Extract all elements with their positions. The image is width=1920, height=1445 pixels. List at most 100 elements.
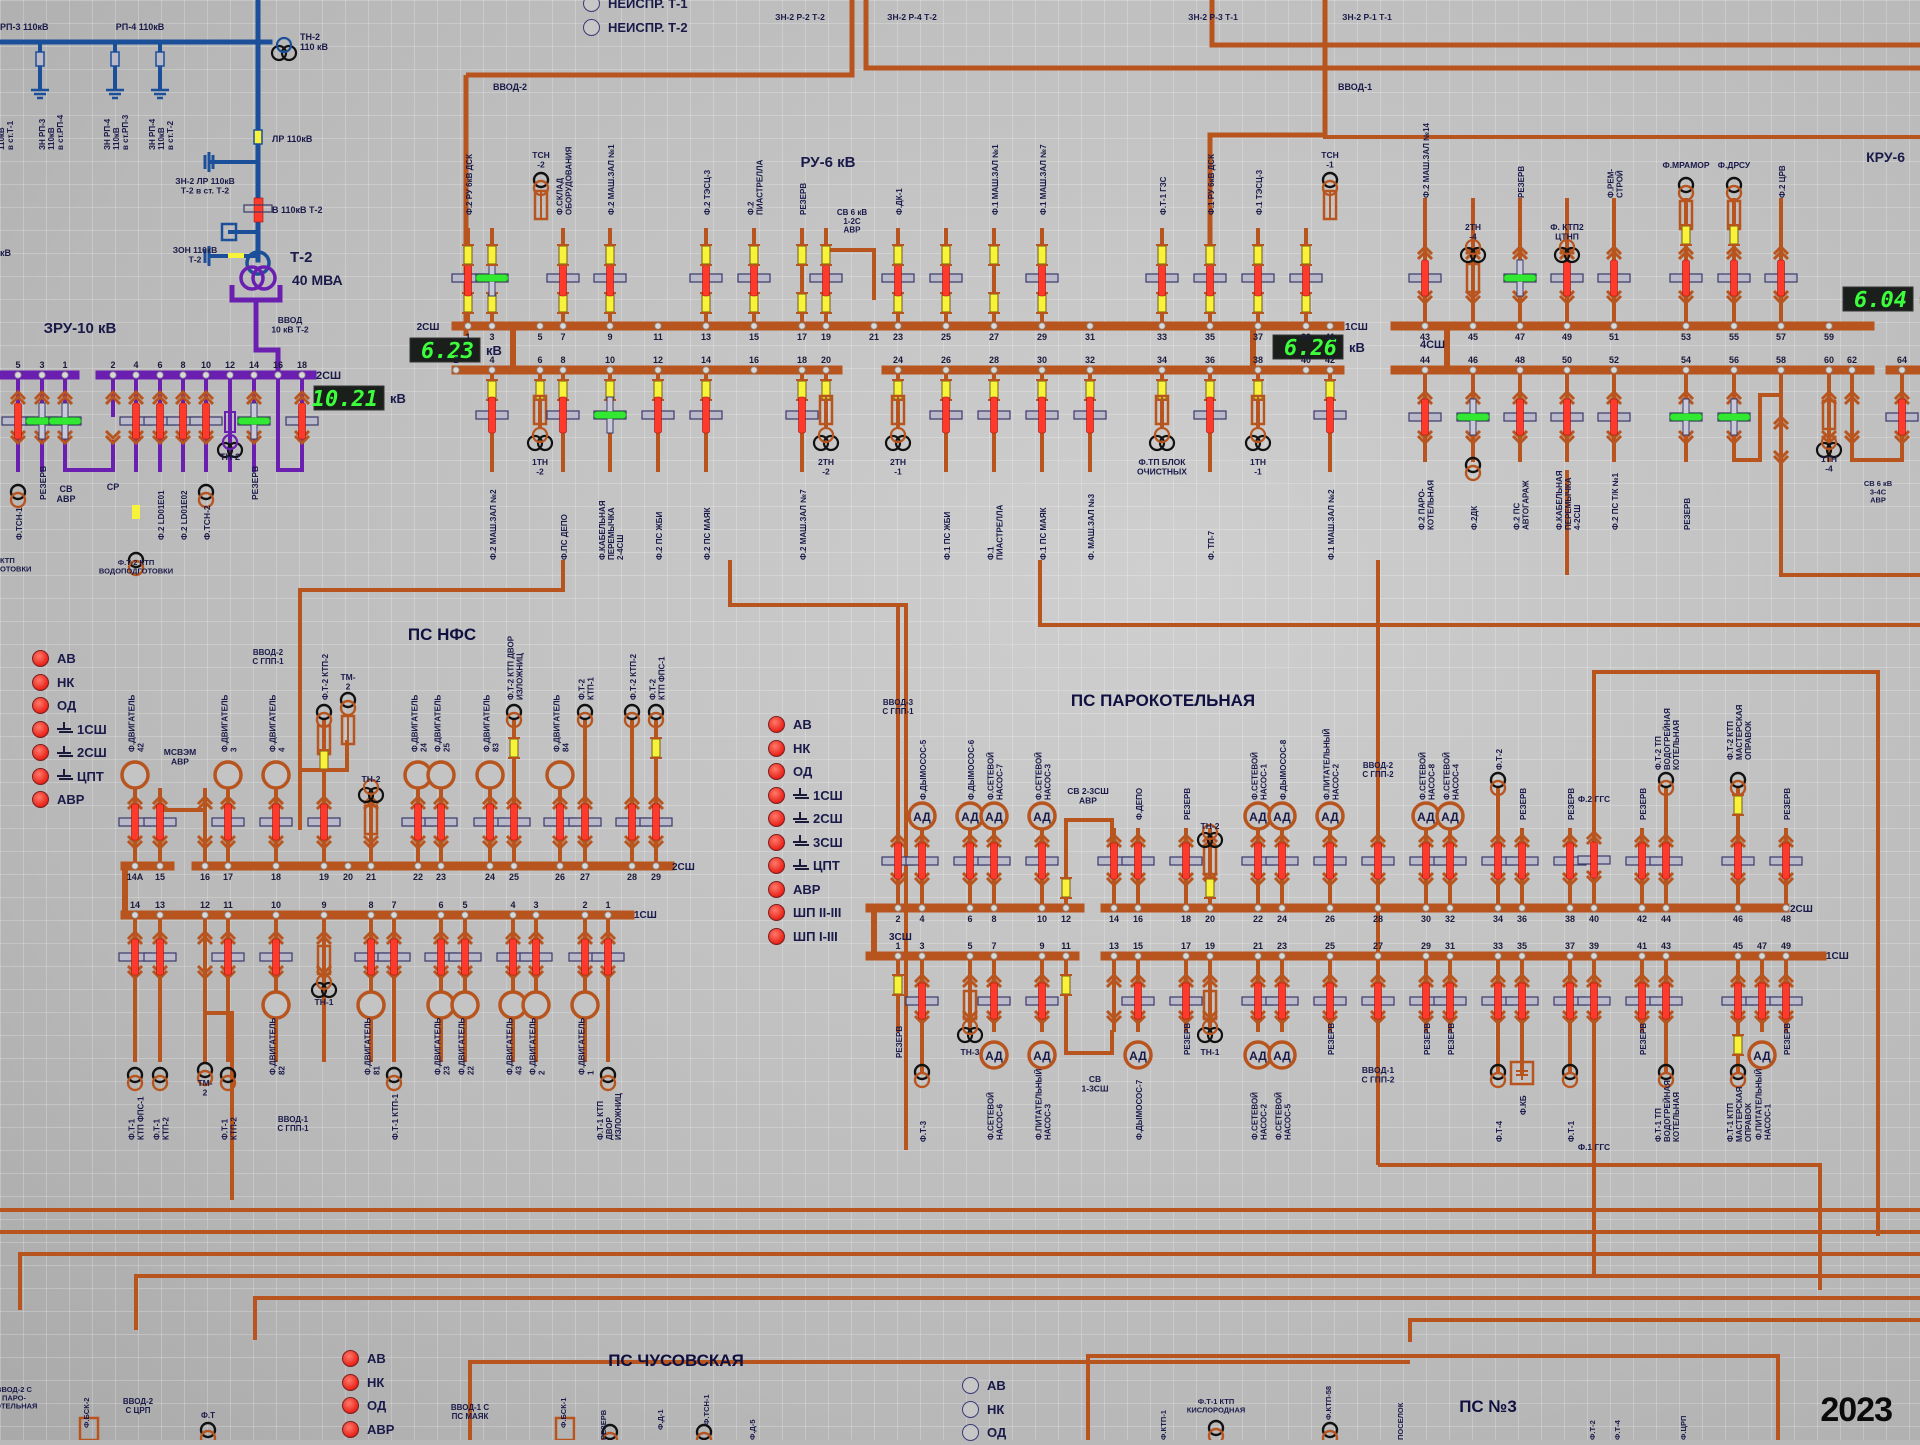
alarm-label-text: ЦПТ [77, 768, 104, 784]
cell-label: РЕЗЕРВ [250, 466, 260, 500]
feeder-label: Ф.2 МАШ.ЗАЛ №1 [607, 144, 616, 215]
cell-number: 12 [200, 900, 210, 910]
fuse-indicator [509, 738, 519, 758]
cell-number: 10 [201, 360, 211, 370]
sv-link [1066, 1030, 1114, 1055]
cell-number: 44 [1420, 355, 1430, 365]
bus-node [1374, 952, 1382, 960]
feeder-label: Ф.Т-2 КТП-2 [321, 653, 330, 700]
breaker-closed-indicator [1566, 842, 1574, 880]
breaker-closed-indicator [1758, 982, 1766, 1020]
breaker-open-indicator [237, 417, 271, 425]
breaker-closed-indicator [509, 938, 517, 976]
feeder-label: Ф.ТСН-1 [702, 1394, 711, 1425]
load-transformer-icon [1657, 779, 1675, 797]
cell-number: 11 [1061, 941, 1071, 951]
cell-number: 6 [537, 355, 542, 365]
bus-node [1302, 366, 1310, 374]
fuse-indicator [941, 293, 951, 313]
breaker-open-indicator [1503, 274, 1537, 282]
cell-number: 21 [869, 332, 879, 342]
tm-label: ТМ-2 [340, 672, 355, 691]
fuse-indicator [1253, 293, 1263, 313]
bus-node [1563, 322, 1571, 330]
feeder-label: Ф.2 ТЭСЦ-3 [703, 169, 712, 215]
ps3-title: ПС №3 [1459, 1397, 1517, 1416]
bus-node [1206, 904, 1214, 912]
bus-node [1206, 322, 1214, 330]
feeder-label: Ф.2ДК [1470, 506, 1479, 530]
bus-node [1494, 904, 1502, 912]
ground-icon [203, 152, 215, 172]
transformer-icon [531, 426, 549, 444]
input-nfs-2 [298, 620, 349, 830]
motor-label: АД [985, 1049, 1003, 1063]
bus-node [38, 371, 46, 379]
feeder-label: РЕЗЕРВ [1519, 788, 1528, 820]
alarm-label: НК [793, 741, 810, 756]
load-transformer-icon [532, 171, 550, 189]
transformer-icon [275, 36, 293, 54]
fuse-indicator [605, 380, 615, 400]
transformer-icon [536, 434, 554, 452]
bus-node [942, 366, 950, 374]
transformer-fault-indicators: НЕИСПР. Т-1 НЕИСПР. Т-2 [583, 0, 688, 39]
bus-label: 1СШ [1826, 951, 1849, 962]
feeder-label: РЕЗЕРВ [1447, 1023, 1456, 1055]
load-transformer-icon [1657, 771, 1675, 789]
bus-node [894, 366, 902, 374]
motor-icon [907, 801, 937, 831]
fuse-indicator [821, 245, 831, 265]
alarm-indicator: 1СШ [32, 718, 107, 742]
bus-node [798, 322, 806, 330]
bus-node [1662, 904, 1670, 912]
alarm-label: АВ [987, 1378, 1006, 1393]
fuse-indicator [1325, 380, 1335, 400]
alarm-indicator: ЦПТ [32, 765, 107, 789]
bus-node [1446, 904, 1454, 912]
cell-number: 53 [1681, 332, 1691, 342]
cell-number: 1 [605, 900, 610, 910]
input-10kv [253, 300, 281, 376]
breaker-closed-indicator [1446, 982, 1454, 1020]
cell-number: 62 [1847, 355, 1857, 365]
bus-node [1422, 904, 1430, 912]
cell-label: Ф.ТСН-1 [15, 507, 24, 540]
cell-number: 17 [223, 872, 233, 882]
alarm-lamp-icon [342, 1373, 359, 1391]
fuse-indicator [941, 380, 951, 400]
input-nfs-1 [203, 1010, 234, 1200]
cell-number: 18 [797, 355, 807, 365]
bus-node [109, 371, 117, 379]
breaker-closed-indicator [1326, 396, 1334, 434]
transformer-icon [966, 1026, 984, 1044]
load-transformer-icon [1729, 771, 1747, 789]
bus-node [486, 862, 494, 870]
feeder-label: Ф.1 РУ 6кВ ДСК [1207, 154, 1216, 215]
capacitor-bank-icon [1509, 1060, 1535, 1086]
load-transformer-icon [9, 491, 27, 509]
fuse-indicator [1733, 795, 1743, 815]
load-transformer-icon [1489, 771, 1507, 789]
fuse-indicator [132, 505, 140, 519]
cell-number: 41 [1325, 332, 1335, 342]
wire [466, 0, 855, 78]
fuse-indicator [653, 380, 663, 400]
cell-number: 14 [249, 360, 259, 370]
load-transformer-icon [1561, 1063, 1579, 1081]
alarm-indicator: ОД [768, 760, 843, 784]
vt-label: ТН-1 [1201, 1047, 1220, 1057]
feeder-label: Ф. ТП-7 [1207, 530, 1216, 560]
bus-node [559, 322, 567, 330]
motor-feeder-label: Ф.ПИТАТЕЛЬНЫЙНАСОС-3 [1035, 1068, 1053, 1140]
feeder-label: РЕЗЕРВ [1683, 498, 1692, 530]
cell-number: 32 [1085, 355, 1095, 365]
alarm-indicator: ОД [962, 1421, 1006, 1445]
fuse-indicator [797, 293, 807, 313]
bus-node [556, 862, 564, 870]
alarm-label: 1СШ [57, 722, 107, 737]
